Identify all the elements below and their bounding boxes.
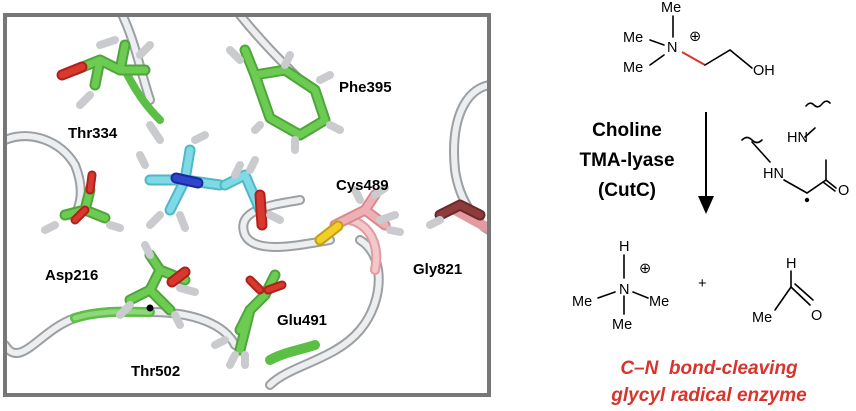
enzyme-name-line2: TMA-lyase	[579, 150, 674, 171]
atom-me-lower: Me	[623, 60, 643, 76]
choline-structure: Me Me Me N ⊕ OH	[623, 0, 775, 79]
label-cys489: Cys489	[336, 177, 389, 194]
bond-n-me-product-left	[597, 291, 616, 299]
atom-n-product: N	[619, 282, 629, 298]
tma-product-structure: H N ⊕ Me Me Me	[572, 239, 669, 333]
backbone-ribbons	[5, 15, 489, 390]
reaction-arrow	[698, 112, 714, 214]
bond-hn-left	[751, 141, 771, 163]
atom-oh: OH	[753, 63, 775, 79]
plus-sign: +	[698, 276, 706, 292]
bond-backbone	[783, 179, 837, 194]
label-asp216: Asp216	[45, 267, 98, 284]
label-glu491: Glu491	[277, 312, 327, 329]
atom-me-top: Me	[661, 0, 681, 16]
active-site-panel: Thr334 Phe395 Cys489 Asp216 Gly821 Glu49…	[3, 13, 491, 397]
atom-me-left: Me	[623, 30, 643, 46]
wavy-bond-top	[805, 100, 831, 108]
radical-dot-icon	[804, 197, 810, 203]
atom-h-aldehyde: H	[786, 256, 796, 272]
label-gly821: Gly821	[413, 261, 462, 278]
protein-structure	[5, 15, 489, 390]
radical-dot	[146, 304, 154, 312]
wavy-bond-left	[741, 136, 763, 144]
plus-charge-icon-product: ⊕	[639, 261, 651, 277]
atom-hn-top: HN	[787, 130, 808, 146]
bond-ethanol-chain	[704, 49, 753, 69]
residue-sticks	[41, 36, 486, 369]
acetaldehyde-structure: H Me O	[752, 256, 822, 326]
atom-n: N	[667, 40, 677, 56]
bond-n-me-product-right	[632, 291, 649, 299]
bond-c-me	[774, 286, 792, 311]
caption-line1: C–N bond-cleaving	[620, 358, 798, 379]
caption-line2: glycyl radical enzyme	[610, 385, 807, 406]
bond-cn-cleaved	[681, 51, 706, 66]
bond-carbonyl-double	[822, 181, 836, 192]
enzyme-name-line3: (CutC)	[598, 180, 656, 201]
label-phe395: Phe395	[339, 79, 392, 96]
atom-me-product-left: Me	[572, 294, 592, 310]
plus-charge-icon: ⊕	[689, 29, 701, 45]
enzyme-name-line1: Choline	[592, 120, 662, 141]
bond-n-me-lower	[649, 54, 665, 66]
reaction-scheme: Me Me Me N ⊕ OH Choline TMA-lyase (CutC)…	[572, 0, 849, 406]
atom-me-product-bottom: Me	[612, 317, 632, 333]
atom-me-aldehyde: Me	[752, 310, 772, 326]
label-thr502: Thr502	[131, 363, 180, 380]
label-thr334: Thr334	[68, 125, 118, 142]
atom-o-aldehyde: O	[811, 308, 822, 324]
panel-frame	[3, 13, 491, 397]
bond-c-o-double	[790, 283, 814, 306]
atom-hn-left: HN	[763, 166, 784, 182]
atom-me-product-right: Me	[649, 294, 669, 310]
glycyl-radical-structure: HN HN O	[741, 100, 849, 203]
bond-n-me-left	[649, 39, 665, 46]
bond-hn-top	[804, 127, 816, 138]
atom-h: H	[619, 239, 629, 255]
atom-o-carbonyl: O	[838, 183, 849, 199]
